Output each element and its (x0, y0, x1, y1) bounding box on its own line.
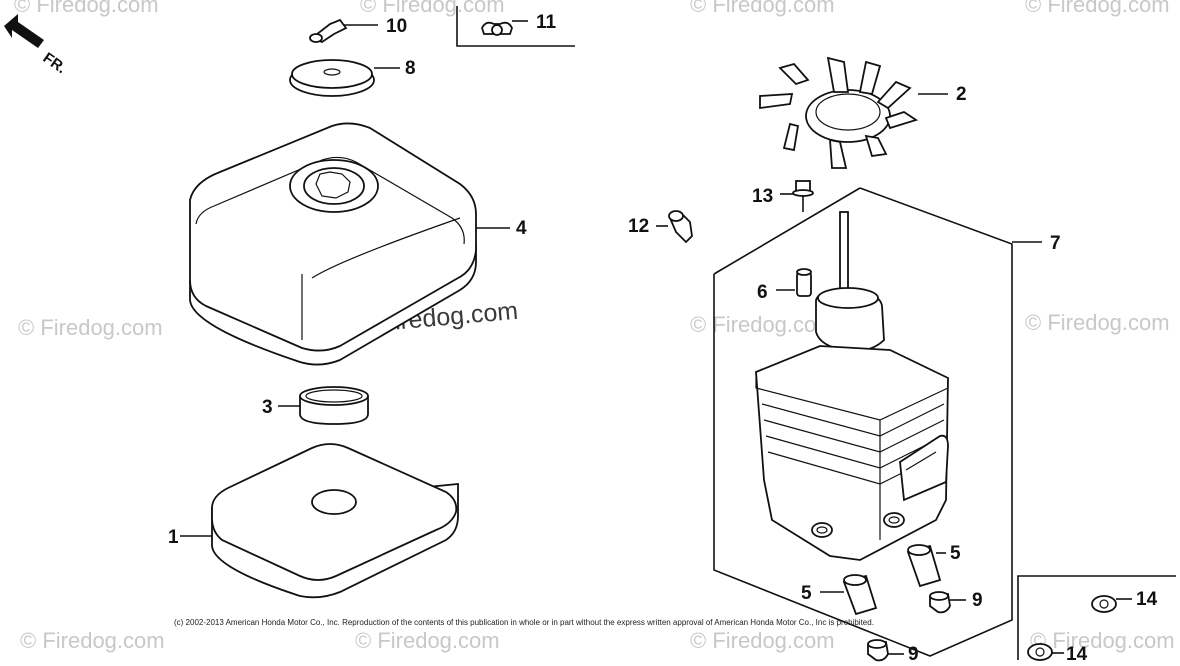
callout-7: 7 (1050, 233, 1061, 254)
watermark-bottom-far-right: © Firedog.com (1030, 628, 1175, 653)
callout-2: 2 (956, 84, 967, 105)
callout-12: 12 (628, 216, 649, 237)
callout-6: 6 (757, 282, 768, 303)
flange-nut-box (1017, 575, 1176, 661)
bolt-part (780, 180, 814, 212)
cylinder-block-part (713, 187, 1042, 657)
callout-14-left: 14 (1066, 644, 1088, 665)
callout-9-upper: 9 (972, 590, 983, 611)
callout-1: 1 (168, 527, 179, 548)
collar-seal-part (278, 386, 369, 425)
watermark-bottom-right: © Firedog.com (690, 628, 835, 653)
air-cleaner-cover-part (189, 122, 510, 366)
callout-13: 13 (752, 186, 773, 207)
dowel-pipe-upper-part (906, 544, 946, 588)
cap-upper-part (929, 591, 966, 614)
cooling-fan-part (759, 56, 948, 169)
callout-8: 8 (405, 58, 416, 79)
watermark-top-far-right: © Firedog.com (1025, 0, 1170, 17)
callout-3: 3 (262, 397, 273, 418)
watermark-top-left: © Firedog.com (14, 0, 159, 17)
dowel-pipe-lower-part (820, 574, 878, 616)
air-filter-element-part (180, 443, 459, 599)
callout-14-right: 14 (1136, 589, 1158, 610)
callout-5-lower: 5 (801, 583, 812, 604)
front-direction-label: FR. (40, 49, 70, 77)
watermark-mid-far-right: © Firedog.com (1025, 310, 1170, 335)
wing-nut-box (456, 6, 575, 47)
watermark-bottom-left: © Firedog.com (20, 628, 165, 653)
wing-bolt-part (309, 18, 378, 44)
copyright-notice: (c) 2002-2013 American Honda Motor Co., … (174, 618, 874, 627)
front-direction-arrow: FR. (4, 14, 69, 77)
flange-nut-left (1027, 643, 1064, 661)
cover-plate-part (289, 59, 400, 97)
callout-4: 4 (516, 218, 527, 239)
callout-10: 10 (386, 16, 407, 37)
callout-9-lower: 9 (908, 644, 919, 665)
flange-nut-right (1091, 595, 1132, 613)
watermark-top-right: © Firedog.com (690, 0, 835, 17)
watermark-bottom-center: © Firedog.com (355, 628, 500, 653)
callout-5-upper: 5 (950, 543, 961, 564)
dowel-pin-part (776, 268, 812, 297)
callout-11: 11 (536, 12, 557, 33)
watermark-mid-left: © Firedog.com (18, 315, 163, 340)
cap-lower-part (867, 639, 904, 662)
spark-plug-part (656, 210, 693, 244)
watermark-mid-right: © Firedog.com (690, 312, 835, 337)
watermark-top-center: © Firedog.com (360, 0, 505, 17)
